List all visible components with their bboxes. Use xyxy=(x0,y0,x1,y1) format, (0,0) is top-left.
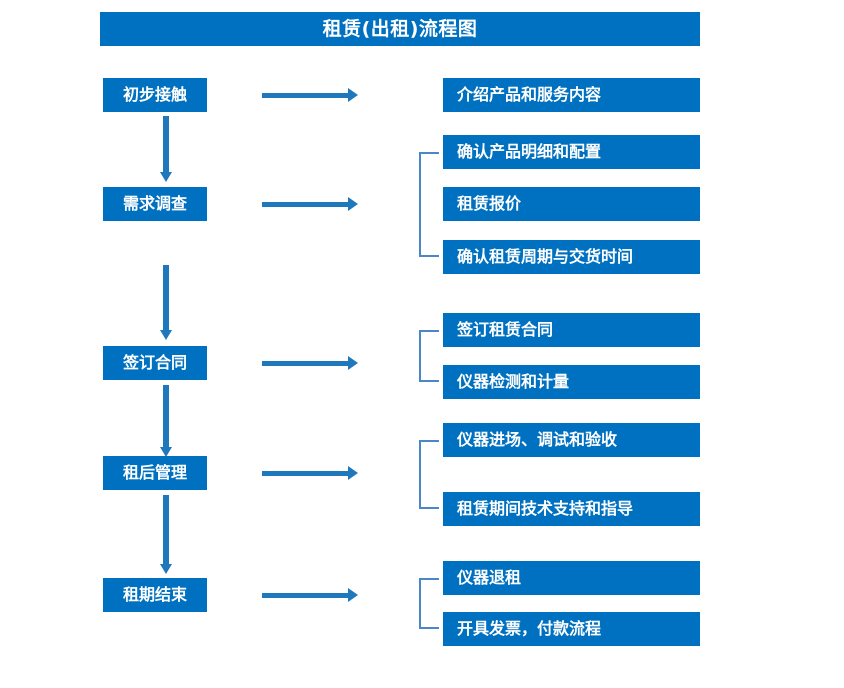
diagram-title-bar: 租赁(出租)流程图 xyxy=(100,12,700,46)
detail-label: 介绍产品和服务内容 xyxy=(457,85,602,104)
arrow-shaft xyxy=(163,265,169,331)
group-bracket-rental-end xyxy=(419,578,439,629)
stage-box-needs-survey[interactable]: 需求调查 xyxy=(103,187,207,221)
arrow-head-icon xyxy=(348,356,358,370)
stage-label: 需求调查 xyxy=(122,194,187,213)
group-bracket-needs-survey xyxy=(419,152,439,257)
detail-label: 确认产品明细和配置 xyxy=(457,142,602,161)
stage-label: 租期结束 xyxy=(122,585,187,604)
stage-label: 签订合同 xyxy=(122,353,187,372)
detail-box-instrument-return[interactable]: 仪器退租 xyxy=(443,561,700,595)
detail-label: 开具发票，付款流程 xyxy=(457,619,602,638)
arrow-head-icon xyxy=(348,197,358,211)
stage-box-sign-contract[interactable]: 签订合同 xyxy=(103,346,207,380)
flow-arrow-right-3 xyxy=(262,356,358,370)
flow-arrow-right-2 xyxy=(262,197,358,211)
detail-box-confirm-rental-period[interactable]: 确认租赁周期与交货时间 xyxy=(443,240,700,274)
group-bracket-sign-contract xyxy=(419,330,439,382)
flow-arrow-down-3 xyxy=(160,385,172,457)
arrow-shaft xyxy=(262,202,349,207)
flow-arrow-down-2 xyxy=(160,265,172,340)
stage-label: 租后管理 xyxy=(122,463,187,482)
group-bracket-post-rental xyxy=(419,440,439,509)
stage-box-rental-end[interactable]: 租期结束 xyxy=(103,578,207,612)
stage-label: 初步接触 xyxy=(122,85,187,104)
detail-label: 仪器检测和计量 xyxy=(457,372,570,391)
detail-label: 仪器进场、调试和验收 xyxy=(457,430,618,449)
detail-box-introduce-products[interactable]: 介绍产品和服务内容 xyxy=(443,78,700,112)
arrow-head-icon xyxy=(160,172,172,182)
detail-box-technical-support[interactable]: 租赁期间技术支持和指导 xyxy=(443,492,700,526)
detail-box-sign-rental-contract[interactable]: 签订租赁合同 xyxy=(443,313,700,347)
arrow-shaft xyxy=(163,116,169,173)
arrow-shaft xyxy=(262,93,349,98)
arrow-shaft xyxy=(262,361,349,366)
arrow-head-icon xyxy=(348,88,358,102)
flow-arrow-down-1 xyxy=(160,116,172,182)
stage-box-initial-contact[interactable]: 初步接触 xyxy=(103,78,207,112)
arrow-shaft xyxy=(262,471,349,476)
arrow-shaft xyxy=(163,385,169,448)
stage-box-post-rental-management[interactable]: 租后管理 xyxy=(103,456,207,490)
flow-arrow-right-4 xyxy=(262,466,358,480)
flow-arrow-right-5 xyxy=(262,588,358,602)
detail-label: 租赁期间技术支持和指导 xyxy=(457,499,634,518)
arrow-head-icon xyxy=(160,564,172,574)
flow-arrow-down-4 xyxy=(160,495,172,574)
detail-label: 租赁报价 xyxy=(457,194,522,213)
detail-box-confirm-product-spec[interactable]: 确认产品明细和配置 xyxy=(443,135,700,169)
detail-box-instrument-installation[interactable]: 仪器进场、调试和验收 xyxy=(443,423,700,457)
detail-label: 仪器退租 xyxy=(457,568,522,587)
flow-arrow-right-1 xyxy=(262,88,358,102)
arrow-shaft xyxy=(163,495,169,565)
arrow-head-icon xyxy=(160,447,172,457)
arrow-shaft xyxy=(262,593,349,598)
diagram-title: 租赁(出租)流程图 xyxy=(322,17,478,40)
arrow-head-icon xyxy=(160,330,172,340)
arrow-head-icon xyxy=(348,466,358,480)
detail-label: 签订租赁合同 xyxy=(457,320,554,339)
detail-box-instrument-testing[interactable]: 仪器检测和计量 xyxy=(443,365,700,399)
detail-label: 确认租赁周期与交货时间 xyxy=(457,247,634,266)
detail-box-invoice-payment[interactable]: 开具发票，付款流程 xyxy=(443,612,700,646)
arrow-head-icon xyxy=(348,588,358,602)
detail-box-rental-quote[interactable]: 租赁报价 xyxy=(443,187,700,221)
